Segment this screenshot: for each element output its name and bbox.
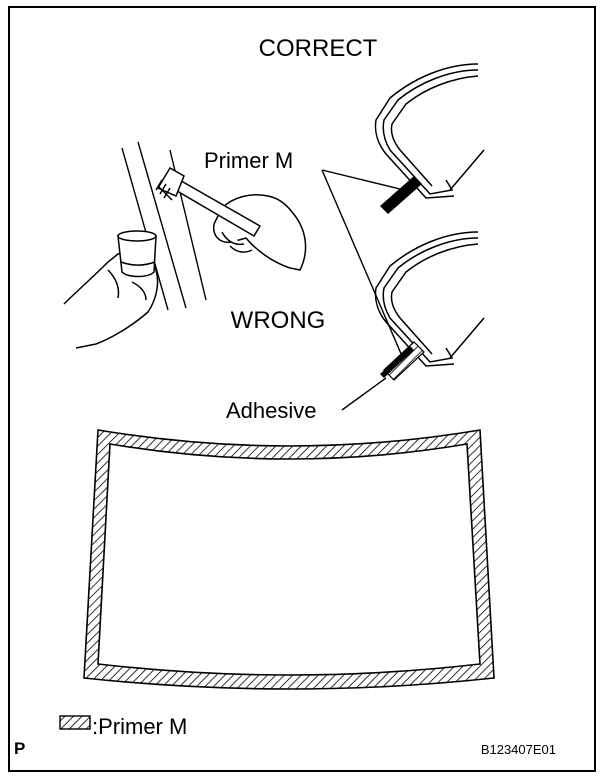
primer-strip-correct [380, 176, 422, 214]
hand-with-brush [212, 194, 307, 271]
hatch-swatch-icon [59, 715, 91, 730]
legend-primer-m: :Primer M [92, 714, 187, 739]
adhesive-leader [341, 377, 387, 411]
primer-m-leaders [321, 169, 405, 357]
diagram-frame [8, 6, 596, 772]
glass-section-correct [374, 63, 485, 199]
correct-heading: CORRECT [259, 35, 378, 62]
glass-section-wrong [374, 231, 485, 367]
paint-brush-icon [155, 166, 262, 238]
adhesive-label: Adhesive [226, 398, 317, 423]
primer-cup-icon [117, 230, 157, 278]
figure-code: B123407E01 [481, 742, 556, 757]
primer-strip-wrong [380, 341, 425, 381]
primer-m-label: Primer M [204, 148, 293, 173]
wrong-heading: WRONG [231, 307, 326, 334]
corner-letter: P [14, 739, 25, 758]
windshield-primer-band [83, 429, 495, 690]
